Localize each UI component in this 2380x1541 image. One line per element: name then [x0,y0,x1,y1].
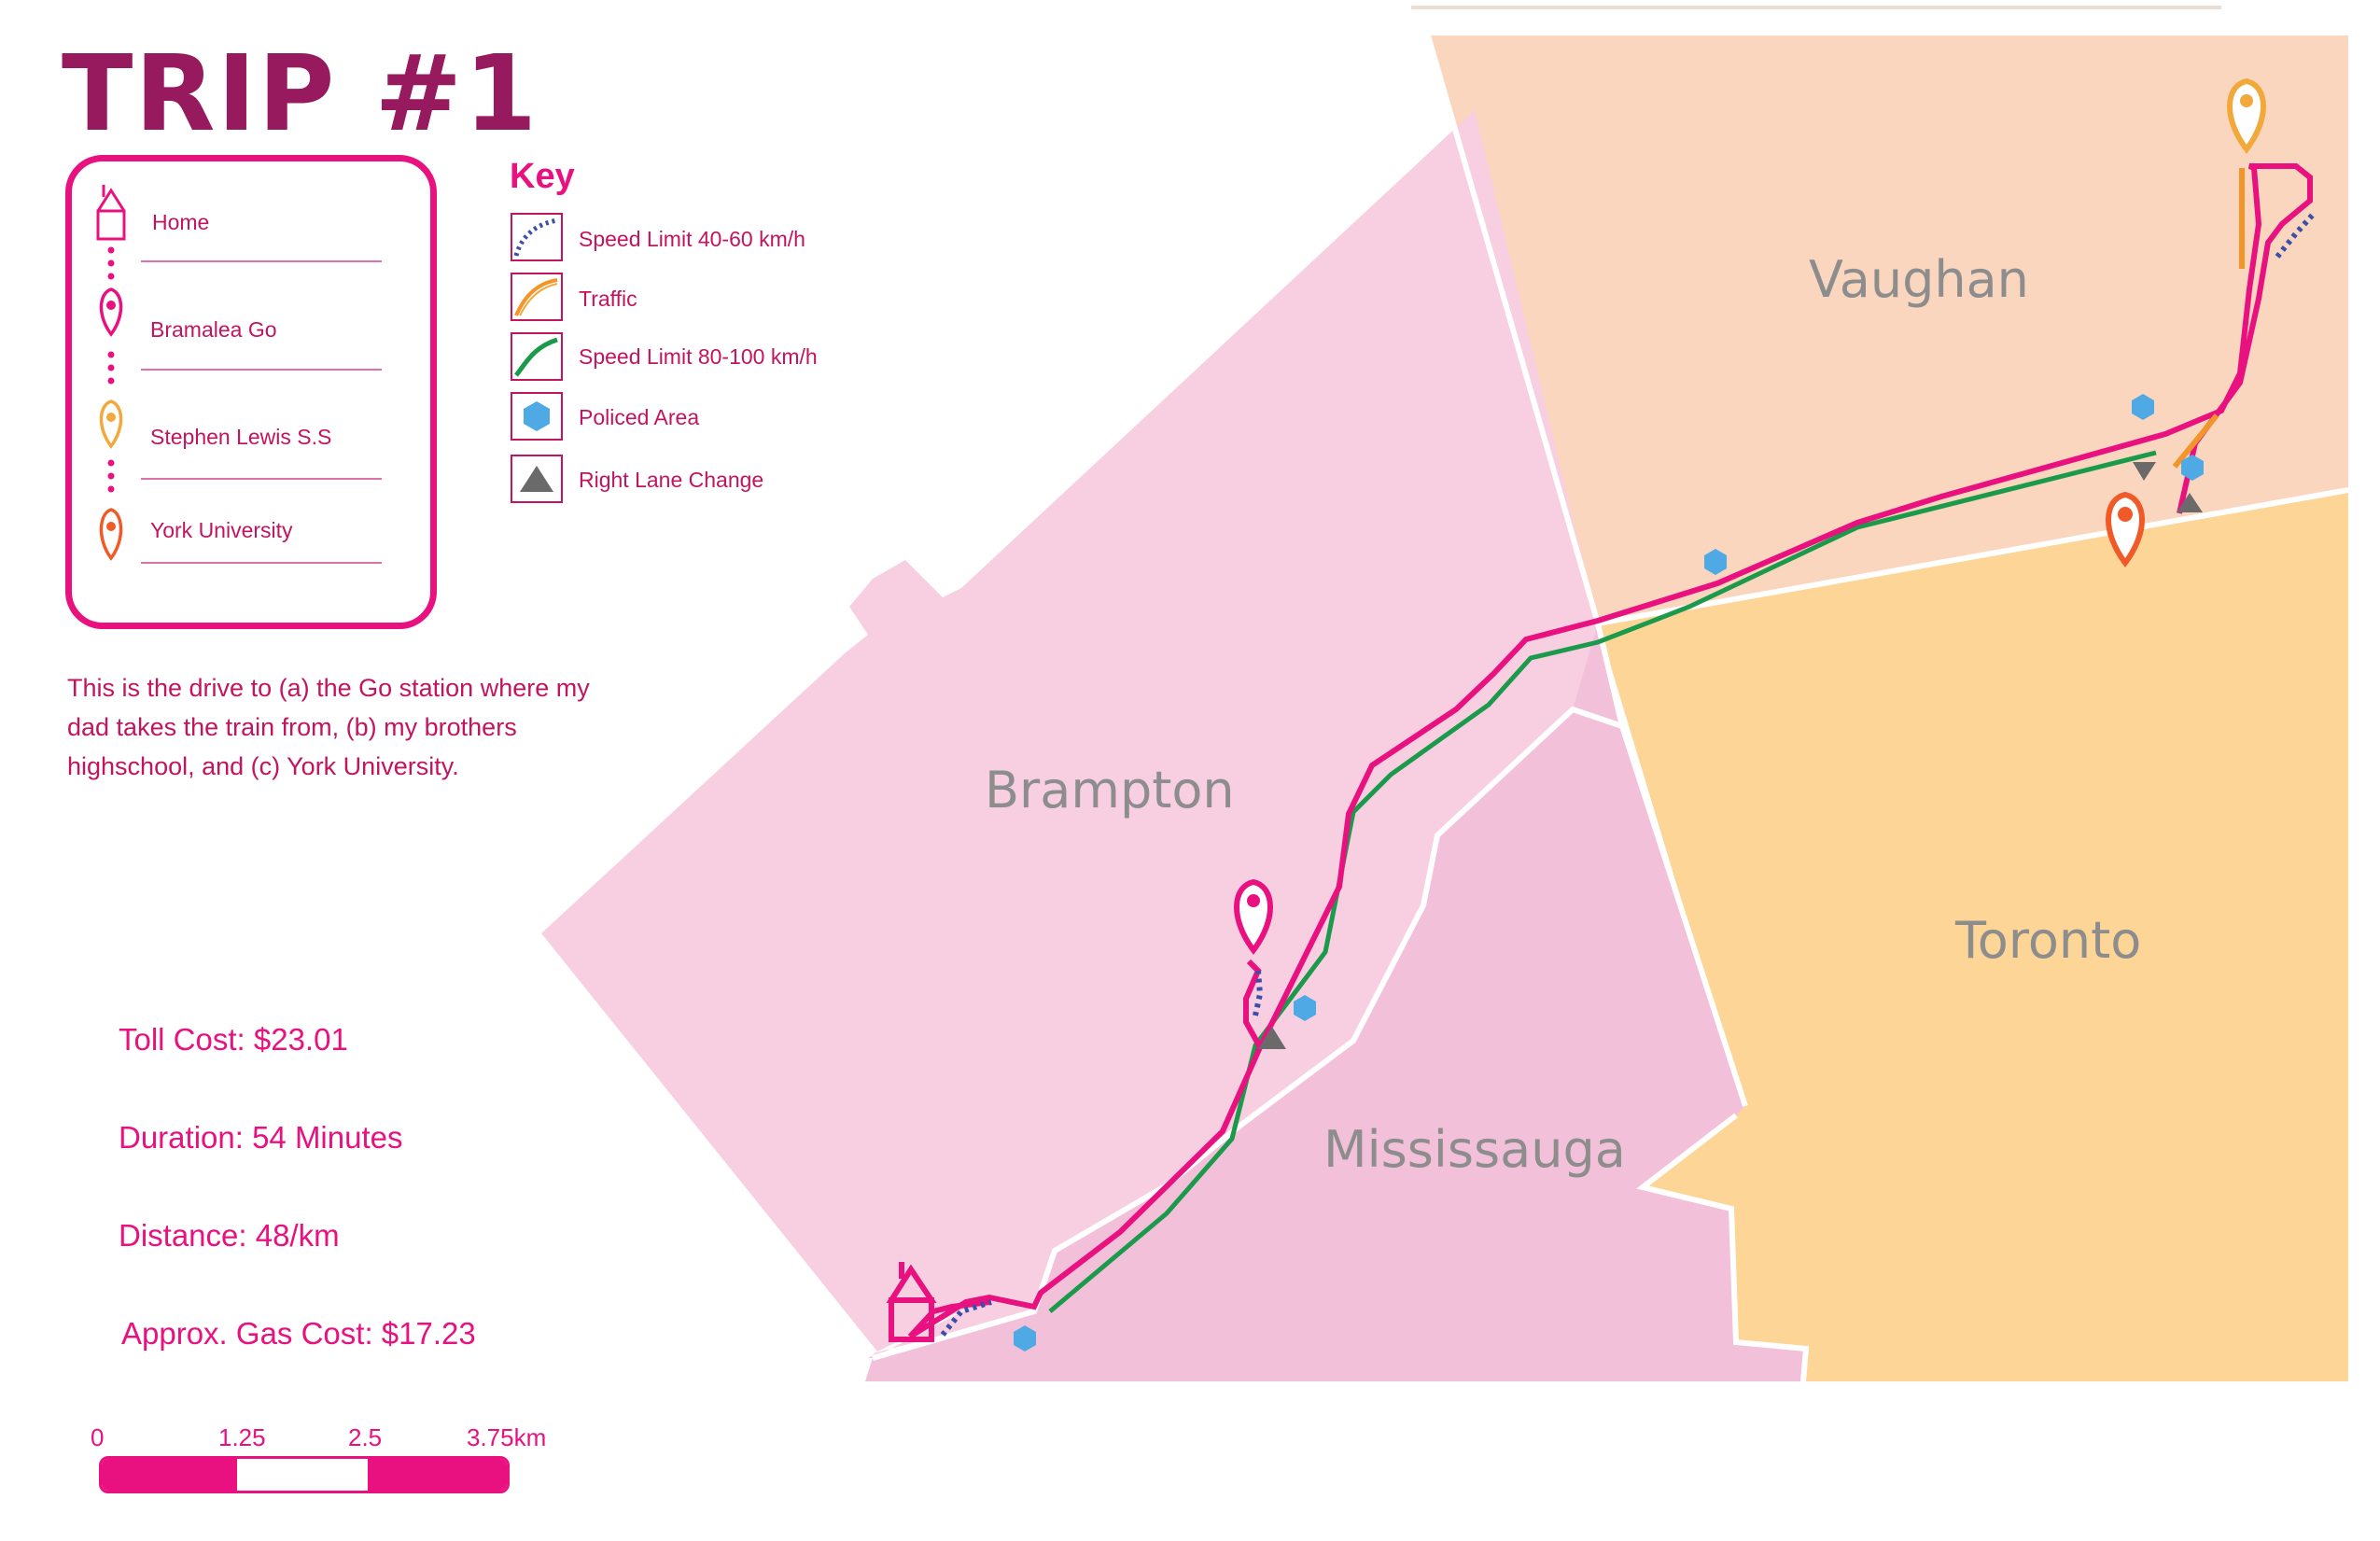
stop-divider [141,562,382,564]
stop-label-york: York University [150,518,293,542]
page-title: TRIP #1 [62,34,539,155]
traffic-line-icon [511,273,563,321]
scale-bar [99,1456,510,1493]
stop-label-stephen-lewis: Stephen Lewis S.S [150,425,332,449]
key-label-fast: Speed Limit 80-100 km/h [579,344,818,369]
slow-route-dashes [940,1299,992,1337]
dashed-route-icon [511,213,563,261]
lane-change-markers [1258,462,2203,1049]
key-label-lane-change: Right Lane Change [579,468,764,492]
stops-icons [96,185,126,561]
stephen-lewis-pin [2227,77,2266,154]
scale-tick-2: 2.5 [348,1423,383,1451]
key-label-traffic: Traffic [579,287,637,311]
stops-legend [65,155,437,629]
region-toronto [1598,490,2348,1381]
york-university-pin [2106,491,2145,567]
fast-route-icon [511,332,563,381]
scale-tick-3: 3.75km [467,1423,547,1451]
police-markers [1014,394,2204,1352]
toll-cost: Toll Cost: $23.01 [119,1022,348,1057]
main-route-line [908,163,2313,1339]
home-marker [886,1262,937,1342]
pin-icon [99,287,123,337]
home-icon [96,185,126,241]
stop-divider [141,478,382,480]
police-hexagon-icon [511,392,563,441]
bramalea-go-pin [1234,878,1273,955]
region-label-toronto: Toronto [1955,911,2142,970]
scale-tick-1: 1.25 [218,1423,266,1451]
pin-icon [99,399,123,449]
region-vaughan [1428,35,2348,623]
key-title: Key [510,157,575,196]
key-label-police: Policed Area [579,405,700,429]
region-label-mississauga: Mississauga [1323,1120,1626,1179]
pin-icon [99,508,123,561]
fast-route-line [1048,450,2157,1313]
region-label-brampton: Brampton [985,761,1235,820]
distance: Distance: 48/km [119,1218,340,1253]
scale-tick-0: 0 [91,1423,105,1451]
gas-cost: Approx. Gas Cost: $17.23 [121,1316,476,1351]
region-mississauga [865,623,1806,1381]
stop-divider [141,260,382,262]
key-label-slow: Speed Limit 40-60 km/h [579,227,805,251]
triangle-icon [511,455,563,503]
duration: Duration: 54 Minutes [119,1120,403,1155]
stop-label-home: Home [152,210,210,234]
stop-label-bramalea: Bramalea Go [150,317,277,342]
stop-divider [141,369,382,371]
region-brampton [541,110,1622,1358]
trip-description: This is the drive to (a) the Go station … [67,674,590,780]
region-label-vaughan: Vaughan [1809,250,2029,309]
